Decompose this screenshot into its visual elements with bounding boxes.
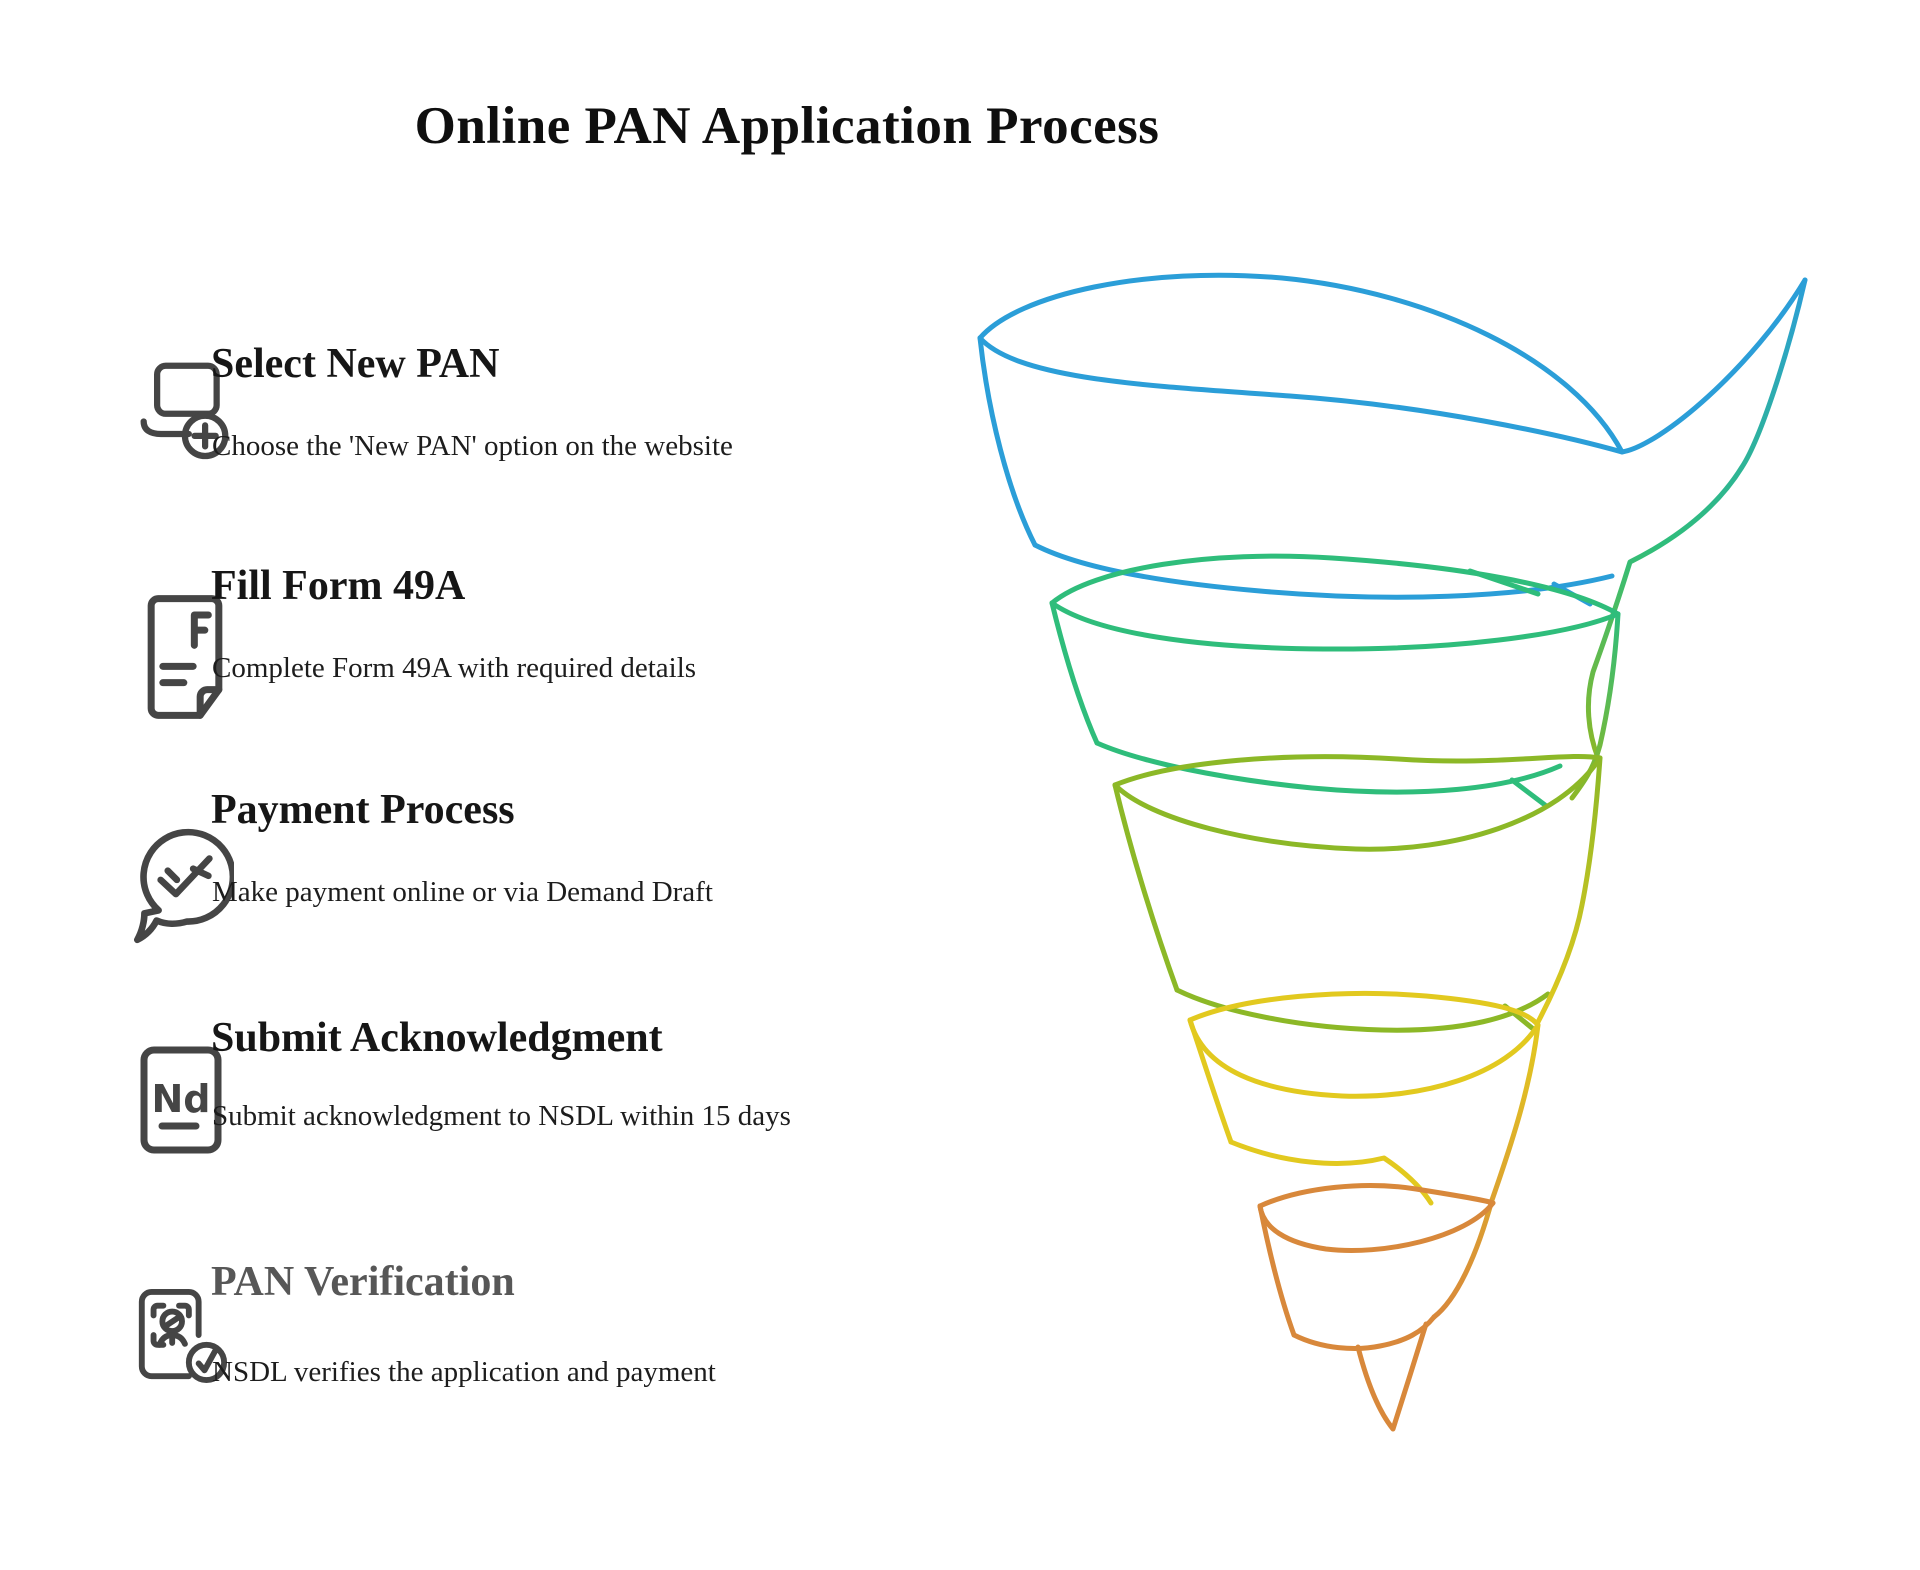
loop4-rim-top: [1187, 990, 1541, 1028]
letter-f: [190, 611, 212, 649]
step-4-description: Submit acknowledgment to NSDL within 15 …: [212, 1100, 791, 1132]
laptop-add-icon: [136, 356, 232, 462]
funnel-loop-1: [977, 272, 1808, 761]
loop3-rim-top: [1112, 753, 1603, 788]
spiral-funnel-graphic: [977, 272, 1808, 1432]
folded-corner: [196, 686, 223, 719]
nd-label: Nd: [151, 1077, 210, 1121]
laptop-screen: [154, 362, 220, 417]
step-1-heading: Select New PAN: [211, 341, 500, 387]
loop2-cross-diagonal-lower: [1509, 777, 1548, 808]
nsdl-acknowledgment-icon: Nd: [138, 1042, 224, 1160]
loop2-band-bottom: [1094, 740, 1563, 795]
scan-bracket-top-left: [150, 1302, 167, 1319]
id-card-outline: [138, 1288, 202, 1380]
loop2-rim-front: [1049, 600, 1621, 652]
step-4-heading: Submit Acknowledgment: [211, 1015, 663, 1061]
step-5-description: NSDL verifies the application and paymen…: [212, 1356, 716, 1388]
loop5-left-edge: [1257, 1203, 1297, 1338]
funnel-loop-5: [1257, 1183, 1496, 1432]
step-2-description: Complete Form 49A with required details: [212, 652, 697, 684]
step-3-heading: Payment Process: [211, 787, 515, 833]
check-mark: [195, 1347, 219, 1374]
person-head: [159, 1308, 185, 1335]
loop3-rim-front: [1112, 755, 1603, 852]
pan-verification-id-icon: [132, 1284, 230, 1390]
card-outline: [140, 1046, 222, 1154]
step-5-heading: PAN Verification: [211, 1259, 515, 1305]
document-outline: [147, 595, 223, 719]
form-49a-document-icon: [146, 594, 224, 720]
loop1-rim-top-and-tail: [977, 272, 1808, 455]
step-3-description: Make payment online or via Demand Draft: [212, 876, 713, 908]
loop5-band-bottom: [1291, 1314, 1437, 1351]
plus-sign: [191, 422, 219, 450]
payment-check-bubble-icon: [132, 824, 234, 952]
loop2-outer-descent: [1569, 611, 1621, 801]
loop5-rim-top: [1257, 1183, 1496, 1209]
loop4-rim-front: [1187, 1017, 1541, 1099]
laptop-base: [140, 418, 192, 438]
checkmark-echo: [164, 865, 212, 884]
loop4-outer-descent: [1431, 1022, 1541, 1320]
page-title: Online PAN Application Process: [414, 97, 1160, 155]
loop5-rim-front: [1257, 1200, 1496, 1253]
loop2-left-edge: [1049, 600, 1100, 746]
loop3-band-bottom: [1174, 987, 1551, 1033]
add-circle: [181, 412, 229, 460]
funnel-loop-2: [1049, 553, 1621, 808]
face-slash: [162, 1313, 183, 1330]
loop2-cross-diagonal-upper: [1467, 568, 1541, 597]
loop4-left-edge: [1187, 1017, 1234, 1145]
loop3-left-edge: [1112, 782, 1180, 993]
loop2-rim-top: [1049, 553, 1621, 617]
loop4-band-bottom: [1228, 1139, 1434, 1206]
step-1-description: Choose the 'New PAN' option on the websi…: [212, 430, 733, 462]
loop5-tip: [1355, 1321, 1429, 1432]
scan-bracket-top-right: [176, 1302, 192, 1319]
loop1-left-edge: [977, 335, 1038, 548]
speech-bubble: [133, 828, 234, 944]
loop1-rim-front: [977, 335, 1625, 455]
loop3-outer-descent: [1535, 755, 1603, 1025]
step-2-heading: Fill Form 49A: [211, 563, 466, 609]
funnel-loop-3: [1112, 753, 1603, 1033]
funnel-loop-4: [1187, 990, 1541, 1320]
loop1-outer-descent: [1585, 277, 1808, 761]
